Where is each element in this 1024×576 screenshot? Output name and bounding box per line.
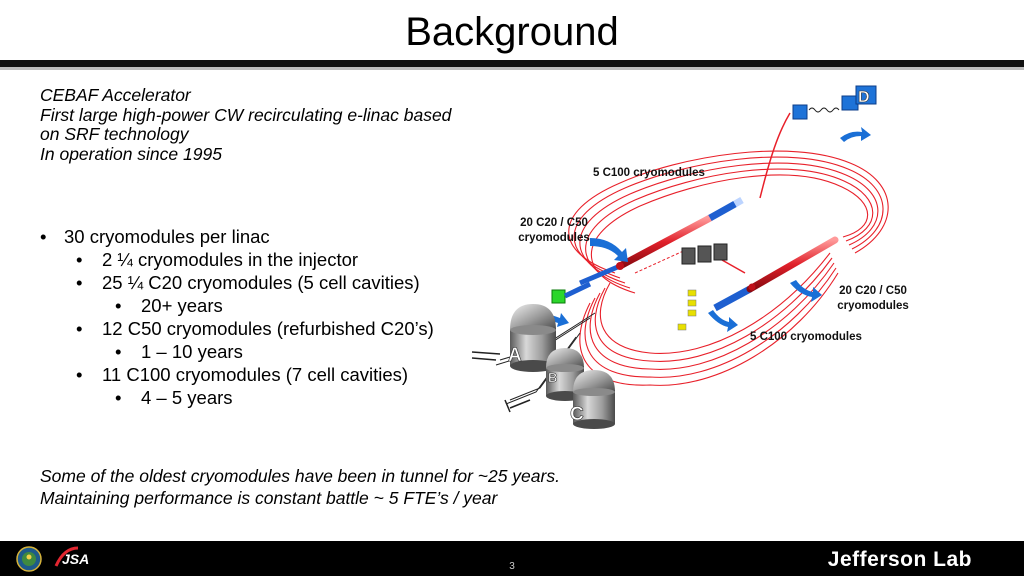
bullet-list: •30 cryomodules per linac •2 ¼ cryomodul… [40,225,434,409]
doe-seal-icon [16,546,42,572]
intro-line: In operation since 1995 [40,143,222,164]
label-line: cryomodules [518,232,590,244]
intro-line: on SRF technology [40,124,189,144]
bullet-text: 2 ¼ cryomodules in the injector [102,249,359,270]
bullet-item: • 25 ¼ C20 cryomodules (5 cell cavities) [40,271,434,294]
injector [551,281,592,304]
intro-text: CEBAF Accelerator First large high-power… [40,85,510,164]
bullet-icon: • [40,226,47,247]
hall-a-label: A [508,345,522,366]
hall-c [573,370,615,429]
bullet-text: 12 C50 cryomodules (refurbished C20’s) [102,318,434,339]
bullet-text: 30 cryomodules per linac [64,226,270,247]
title-divider [0,60,1024,67]
label-c20-right: 20 C20 / C50 cryomodules [830,284,916,314]
bullet-text: 11 C100 cryomodules (7 cell cavities) [102,364,409,385]
hall-d-label: D [858,89,870,106]
arrow-icon [590,238,628,262]
bullet-icon: • [76,318,83,339]
label-c100-bottom: 5 C100 cryomodules [750,331,862,343]
bullet-text: 20+ years [141,295,223,316]
magnet-blocks [634,243,746,331]
bullet-item: • 4 – 5 years [40,386,434,409]
hall-c-label: C [570,404,584,425]
outro-text: Some of the oldest cryomodules have been… [40,465,560,509]
bullet-text: 1 – 10 years [141,341,243,362]
jefferson-lab-logo: Jefferson Lab [827,548,972,571]
north-linac [579,196,744,286]
recirculation-arcs [568,150,889,386]
bullet-icon: • [76,364,83,385]
label-c100-top: 5 C100 cryomodules [593,167,705,179]
hall-a [510,304,556,372]
outro-line: Maintaining performance is constant batt… [40,488,498,508]
jsa-logo-text: JSA [62,551,89,567]
label-c20-left: 20 C20 / C50 cryomodules [508,216,600,246]
intro-line: CEBAF Accelerator [40,85,191,105]
bullet-icon: • [76,272,83,293]
slide-footer: JSA 3 Jefferson Lab [0,541,1024,576]
jsa-logo-icon: JSA [54,546,89,567]
outro-line: Some of the oldest cryomodules have been… [40,466,560,486]
label-line: 20 C20 / C50 [839,285,907,297]
intro-line: First large high-power CW recirculating … [40,104,452,125]
bullet-icon: • [76,249,83,270]
cebaf-diagram: A B C D 5 C100 cryomodules 20 C20 / C50 … [460,78,930,438]
bullet-icon: • [115,387,122,408]
arrow-icon [840,127,871,142]
arrow-icon [790,280,822,302]
cebaf-diagram-svg: A B C D [471,85,889,429]
bullet-icon: • [115,295,122,316]
bullet-item: • 11 C100 cryomodules (7 cell cavities) [40,363,434,386]
bullet-icon: • [115,341,122,362]
label-line: cryomodules [837,300,909,312]
bullet-item: • 30 cryomodules per linac [40,225,434,248]
page-number: 3 [509,561,515,572]
title-divider-shadow [0,67,1024,70]
hall-b-label: B [548,370,557,385]
slide-title: Background [405,10,619,54]
bullet-item: • 20+ years [40,294,434,317]
bullet-item: • 1 – 10 years [40,340,434,363]
bullet-item: • 2 ¼ cryomodules in the injector [40,248,434,271]
bullet-item: • 12 C50 cryomodules (refurbished C20’s) [40,317,434,340]
label-line: 20 C20 / C50 [520,217,588,229]
arrow-icon [708,310,738,332]
bullet-text: 25 ¼ C20 cryomodules (5 cell cavities) [102,272,420,293]
south-linac [713,236,839,312]
bullet-text: 4 – 5 years [141,387,233,408]
hall-d-beamline [759,85,877,199]
